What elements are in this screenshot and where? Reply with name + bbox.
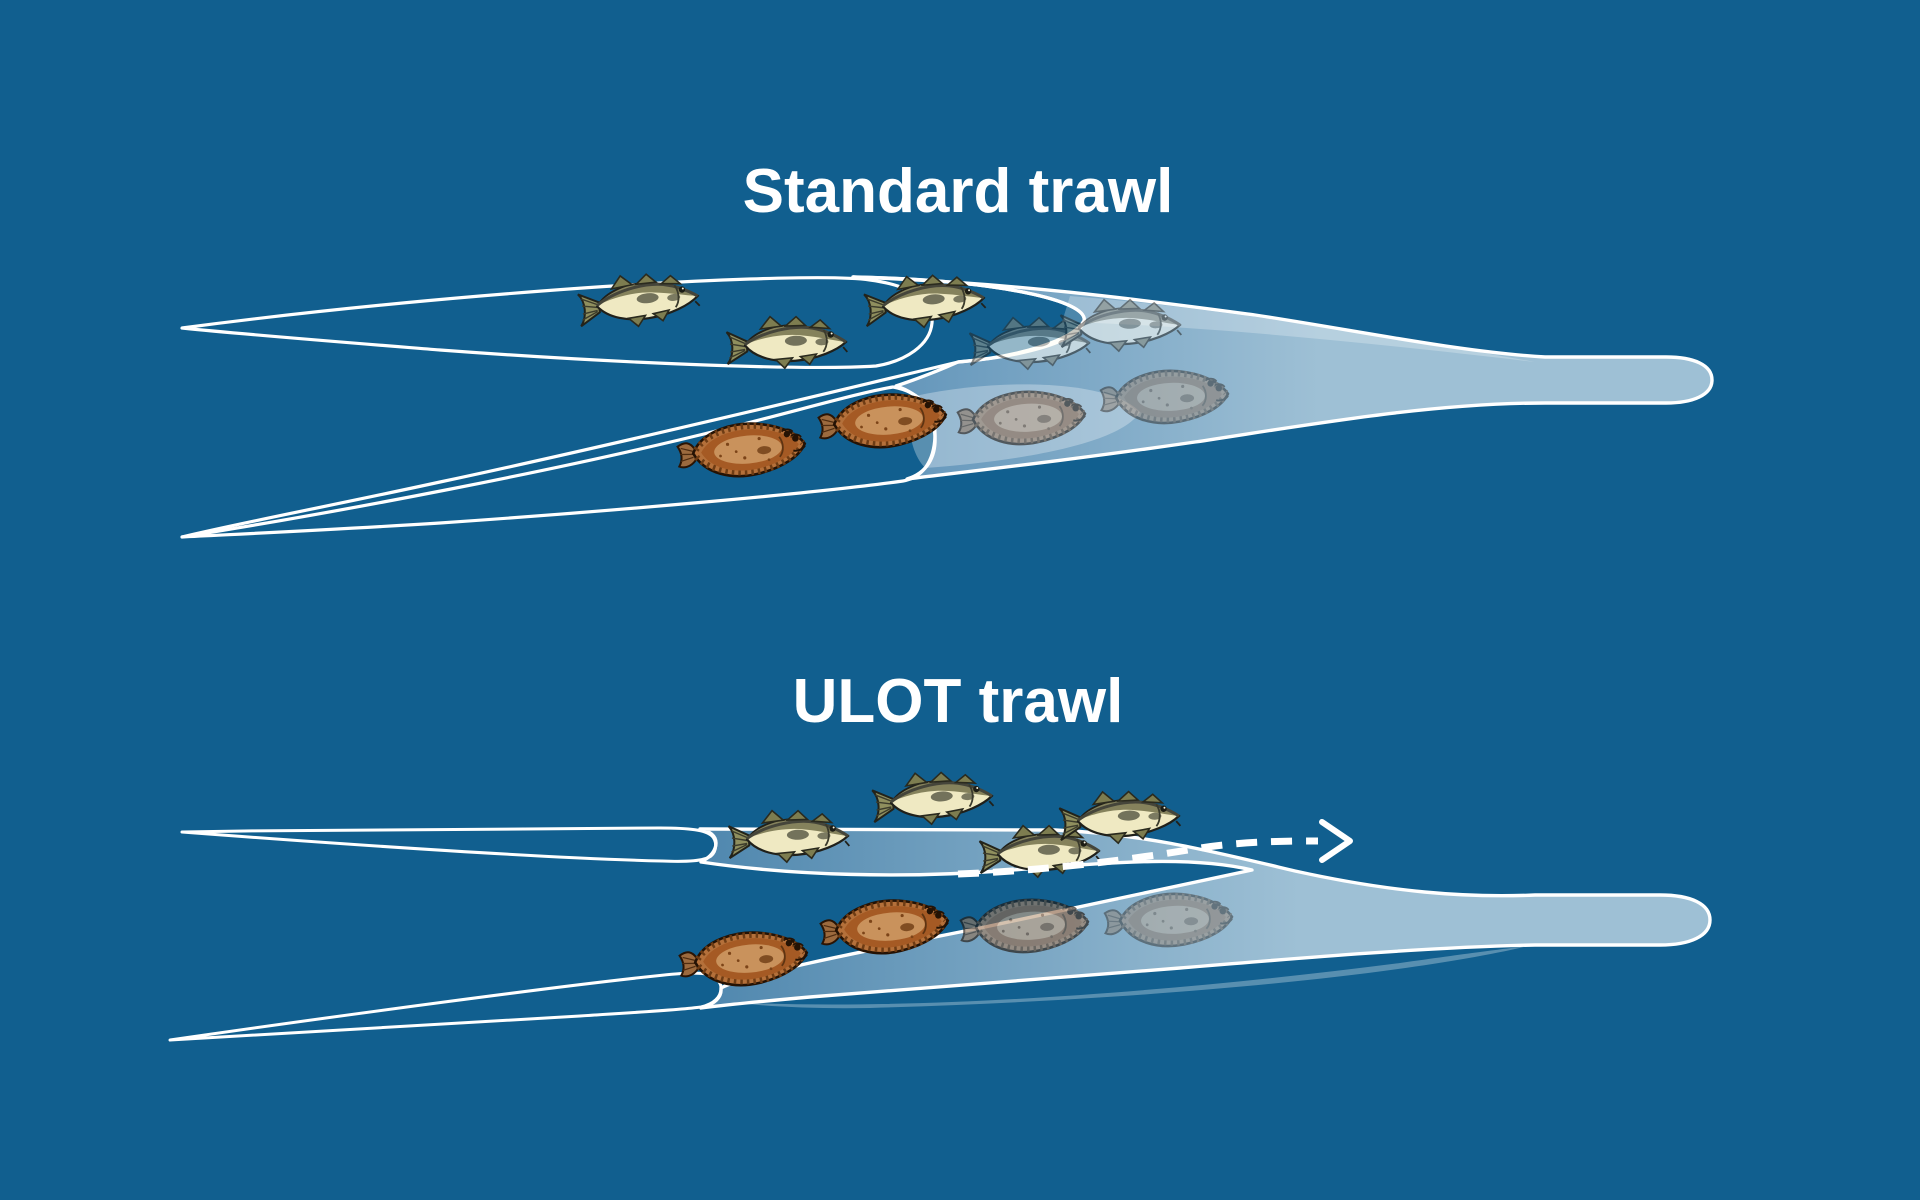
ulot-trawl-panel: ULOT trawl [168, 667, 1712, 1042]
standard-upper-wing [180, 276, 934, 370]
ulot-trawl-title: ULOT trawl [793, 667, 1124, 736]
standard-leading-edge-line [181, 360, 959, 539]
standard-lower-wing [180, 385, 937, 539]
standard-trawl-title: Standard trawl [743, 157, 1174, 226]
standard-upper-net-tunnel-highlight [1062, 296, 1535, 362]
ulot-upper-wing [180, 826, 718, 863]
standard-trawl-panel: Standard trawl [180, 157, 1714, 539]
escape-arrow-icon [957, 819, 1353, 878]
ulot-lower-wing [168, 971, 723, 1042]
